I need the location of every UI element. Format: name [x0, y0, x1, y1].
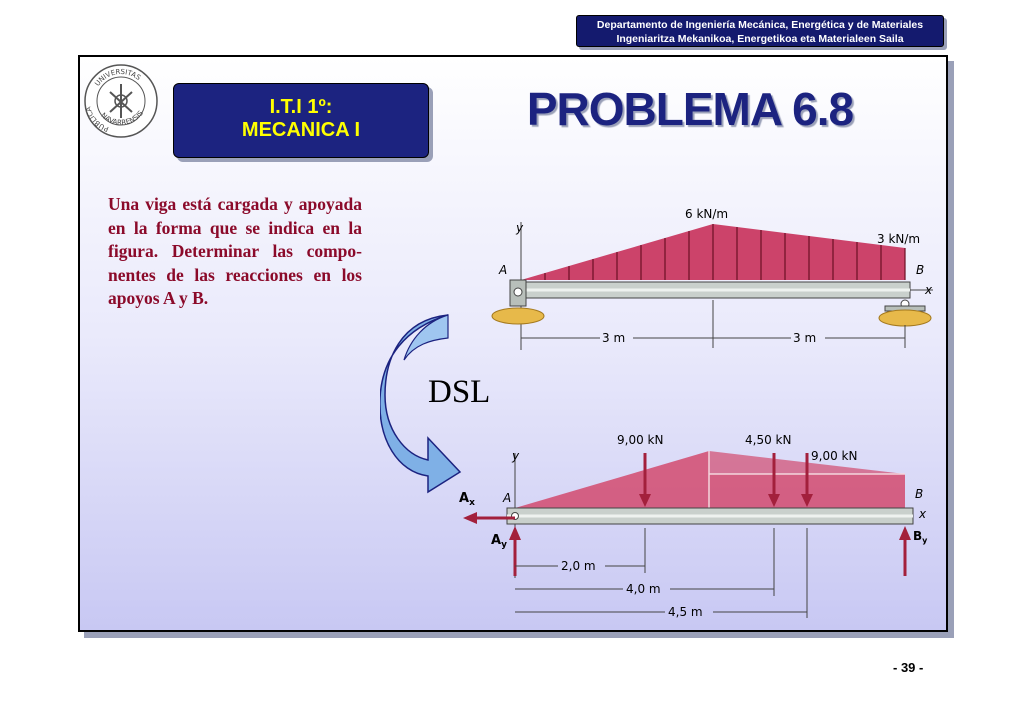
free-body-diagram: y x A B 9,00 kN 4,50 kN 9,00 kN Ax Ay By… — [459, 433, 928, 619]
dimension-right-label: 3 m — [793, 331, 816, 345]
dimension-3-label: 4,5 m — [668, 605, 703, 619]
load-end-label: 3 kN/m — [877, 232, 920, 246]
department-line-2: Ingeniaritza Mekanikoa, Energetikoa eta … — [616, 33, 904, 45]
course-line-2: MECANICA I — [241, 119, 361, 141]
ground-a — [491, 307, 545, 325]
ground-b — [878, 309, 932, 327]
point-b-label: B — [916, 263, 924, 277]
load-triangle-1 — [515, 451, 709, 508]
problem-statement: Una viga está cargada y apoyada en la fo… — [108, 194, 362, 308]
axis-y-label: y — [515, 221, 524, 235]
fbd-point-b-label: B — [915, 487, 923, 501]
load-peak-label: 6 kN/m — [685, 207, 728, 221]
dimension-1-label: 2,0 m — [561, 559, 596, 573]
reaction-by-label: B — [913, 529, 922, 543]
page-title: PROBLEMA 6.8 — [526, 83, 854, 135]
dsl-label: DSL — [428, 374, 491, 410]
university-seal-logo: UNIVERSITAS PUBLICA NAVARRENSIS — [84, 64, 158, 138]
beam-figure-top: 6 kN/m 3 kN/m y x A B 3 m 3 m — [491, 207, 933, 350]
course-line-1: I.T.I 1º: — [269, 96, 333, 118]
dimension-2-label: 4,0 m — [626, 582, 661, 596]
axis-x-label: x — [924, 283, 933, 297]
reaction-ay-subscript: y — [501, 540, 507, 550]
page-number: - 39 - — [893, 660, 924, 675]
svg-text:Ax: Ax — [459, 491, 475, 508]
reaction-ax-subscript: x — [469, 498, 475, 508]
svg-text:By: By — [913, 529, 928, 545]
fbd-axis-x-label: x — [918, 507, 927, 521]
department-line-1: Departamento de Ingeniería Mecánica, Ene… — [596, 19, 924, 31]
reaction-ay-label: A — [491, 533, 501, 548]
dimension-left-label: 3 m — [602, 331, 625, 345]
curved-arrow-icon — [380, 314, 462, 494]
svg-text:Ay: Ay — [491, 533, 507, 550]
force-2-label: 4,50 kN — [745, 433, 791, 447]
fbd-axis-y-label: y — [511, 449, 520, 463]
reaction-ax-label: A — [459, 491, 469, 506]
point-a-label: A — [498, 263, 507, 277]
fbd-point-a-label: A — [502, 491, 511, 505]
force-3-label: 9,00 kN — [811, 449, 857, 463]
force-1-label: 9,00 kN — [617, 433, 663, 447]
reaction-by-subscript: y — [922, 536, 928, 545]
course-badge: I.T.I 1º: MECANICA I — [173, 83, 429, 158]
department-banner: Departamento de Ingeniería Mecánica, Ene… — [576, 15, 944, 47]
